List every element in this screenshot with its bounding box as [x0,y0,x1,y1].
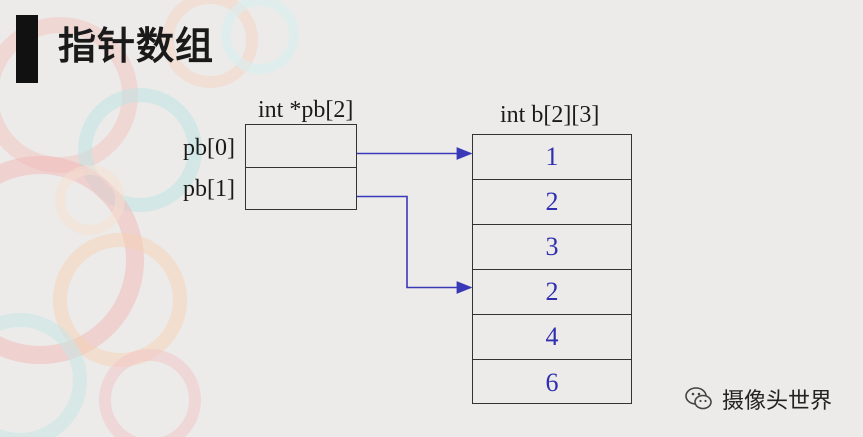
pointer-label-0: pb[0] [183,135,235,161]
pointer-array-box [245,124,357,210]
page-title: 指针数组 [58,24,215,68]
target-array-declaration: int b[2][3] [500,102,600,128]
pointer-cell-1 [246,168,356,211]
watermark-text: 摄像头世界 [722,389,833,414]
target-cell: 6 [545,367,559,397]
watermark: 摄像头世界 [684,382,832,416]
wechat-icon [685,387,712,410]
target-cell: 1 [473,135,631,180]
pointer-label-1: pb[1] [183,176,235,202]
target-cell: 4 [473,315,631,360]
target-array-box: 1 2 3 2 4 6 [472,134,632,404]
target-cell: 2 [473,180,631,225]
target-cell: 3 [473,225,631,270]
pointer-array-declaration: int *pb[2] [258,97,354,123]
title-accent-bar [16,15,38,83]
pointer-cell-0 [246,125,356,168]
target-cell: 2 [473,270,631,315]
